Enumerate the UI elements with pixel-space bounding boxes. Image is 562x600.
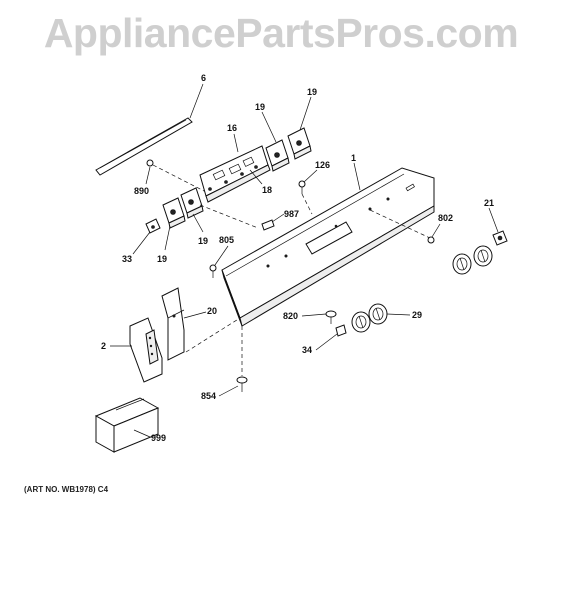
leader-34 [315, 333, 338, 351]
part-126-screw[interactable] [298, 180, 306, 194]
callout-890: 890 [134, 186, 149, 196]
part-29-knob-right[interactable] [368, 303, 388, 325]
dashed-guide-890 [152, 164, 207, 193]
knob-right-rear[interactable] [452, 253, 472, 275]
part-987-clip[interactable] [261, 219, 275, 231]
callout-34: 34 [302, 345, 312, 355]
leader-890 [145, 166, 151, 185]
leader-19-lower-right [192, 213, 204, 233]
part-854-screw[interactable] [236, 376, 248, 392]
part-2-end-cap[interactable] [129, 317, 163, 383]
part-20-end-bracket[interactable] [161, 287, 185, 361]
leader-999 [133, 429, 151, 438]
leader-6 [189, 83, 204, 119]
part-802-screw[interactable] [427, 236, 435, 244]
leader-805 [214, 245, 229, 266]
callout-29: 29 [412, 310, 422, 320]
callout-999: 999 [151, 433, 166, 443]
leader-33 [132, 231, 151, 255]
watermark: AppliancePartsPros.com [43, 10, 519, 56]
leader-16 [233, 133, 239, 153]
part-19-switch-upper-right[interactable] [287, 127, 312, 160]
part-820-screw[interactable] [325, 310, 337, 324]
callout-1: 1 [351, 153, 356, 163]
part-29-knob-left[interactable] [351, 311, 371, 333]
part-19-switch-upper-left[interactable] [265, 139, 290, 172]
leader-126 [303, 169, 318, 183]
callout-987: 987 [284, 209, 299, 219]
part-6-rod[interactable] [95, 117, 193, 176]
knob-right-front[interactable] [473, 245, 493, 267]
callout-33: 33 [122, 254, 132, 264]
leader-29 [386, 313, 411, 316]
leader-820 [301, 313, 327, 317]
callout-18: 18 [262, 185, 272, 195]
art-number: (ART NO. WB1978) C4 [24, 485, 109, 494]
leader-21 [488, 207, 499, 233]
callout-854: 854 [201, 391, 216, 401]
callout-19-upper-right: 19 [307, 87, 317, 97]
callout-16: 16 [227, 123, 237, 133]
leader-19-upper-left [261, 111, 277, 143]
part-16-control-board[interactable] [199, 145, 271, 203]
leader-1 [353, 162, 361, 191]
callout-2: 2 [101, 341, 106, 351]
part-21-insert[interactable] [492, 230, 508, 246]
callout-19-upper-left: 19 [255, 102, 265, 112]
part-805-screw[interactable] [209, 264, 217, 278]
leader-20 [183, 311, 207, 319]
callout-126: 126 [315, 160, 330, 170]
part-999-carton[interactable] [94, 397, 160, 453]
callout-802: 802 [438, 213, 453, 223]
callout-805: 805 [219, 235, 234, 245]
dashed-guide-20 [185, 317, 241, 353]
part-33-switch[interactable] [145, 218, 161, 234]
callout-820: 820 [283, 311, 298, 321]
part-1-backsplash-panel[interactable] [221, 167, 435, 327]
leader-854 [218, 385, 239, 397]
part-890-screw[interactable] [146, 159, 154, 167]
leader-19-upper-right [299, 96, 312, 131]
part-19-switch-lower-right[interactable] [180, 187, 204, 219]
part-34-clip[interactable] [335, 324, 347, 337]
part-19-switch-lower-left[interactable] [162, 197, 186, 229]
callout-19-lower-left: 19 [157, 254, 167, 264]
callout-6: 6 [201, 73, 206, 83]
leader-19-lower-left [164, 225, 171, 251]
dashed-guide-switches [199, 204, 259, 229]
dashed-guide-126 [301, 193, 313, 215]
leader-802 [431, 223, 441, 238]
leader-18 [249, 169, 263, 185]
callout-19-lower-right: 19 [198, 236, 208, 246]
leader-987 [271, 213, 285, 223]
callout-21: 21 [484, 198, 494, 208]
callout-20: 20 [207, 306, 217, 316]
